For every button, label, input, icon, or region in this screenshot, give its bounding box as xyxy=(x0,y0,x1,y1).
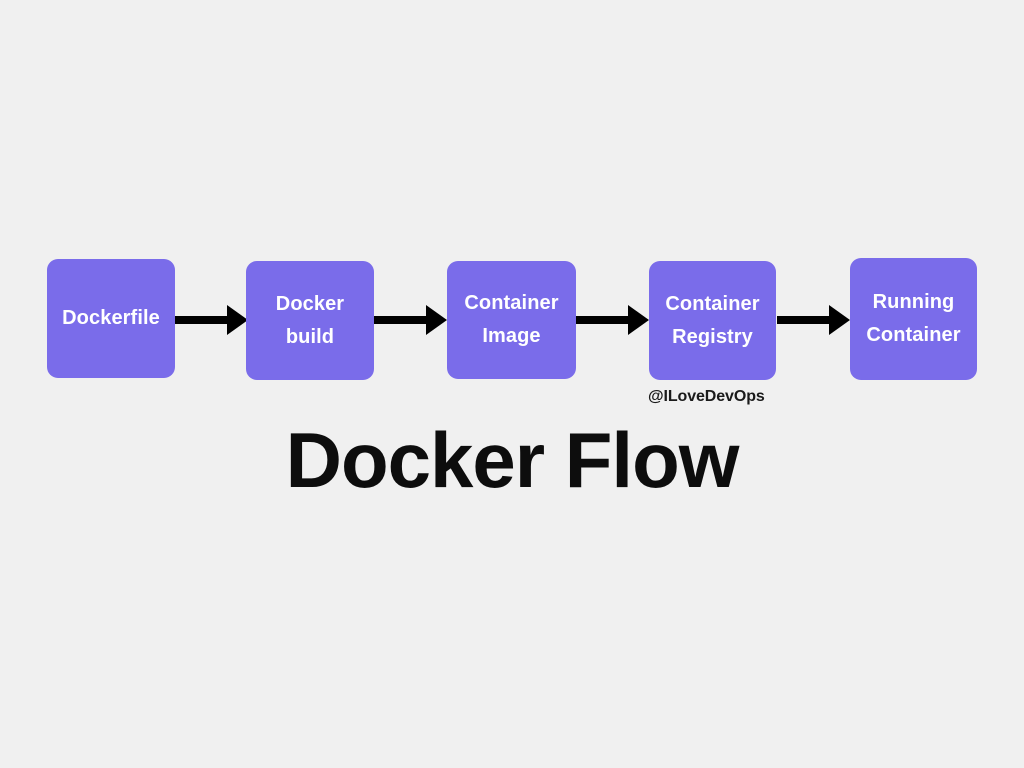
flow-node-dockerfile[interactable]: Dockerfile xyxy=(47,259,175,378)
flow-node-label: Container Registry xyxy=(665,292,760,348)
flow-arrow-right-icon xyxy=(777,304,851,336)
flow-arrow-right-icon xyxy=(576,304,650,336)
flow-node-label: Running Container xyxy=(866,291,961,346)
flow-node-container-image[interactable]: Container Image xyxy=(447,261,576,379)
flow-arrow-right-icon xyxy=(374,304,448,336)
flow-node-label: Docker build xyxy=(275,292,345,348)
watermark-credit: @ILoveDevOps xyxy=(648,388,765,405)
flow-node-label: Container Image xyxy=(464,292,559,347)
flow-node-container-registry[interactable]: Container Registry xyxy=(649,261,776,380)
flow-arrow-right-icon xyxy=(175,304,249,336)
page-title: Docker Flow xyxy=(285,416,740,504)
flow-node-docker-build[interactable]: Docker build xyxy=(246,261,374,380)
flow-node-label: Dockerfile xyxy=(62,307,160,330)
flow-node-running-container[interactable]: Running Container xyxy=(850,258,977,380)
